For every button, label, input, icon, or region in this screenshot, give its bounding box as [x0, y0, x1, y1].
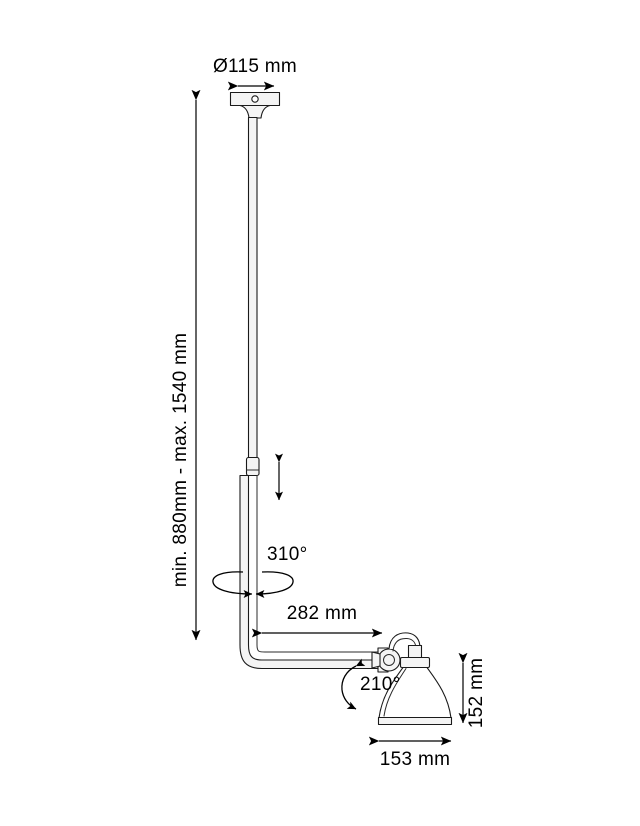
shade-height-label: 152 mm	[466, 658, 487, 728]
shade-collar	[399, 656, 431, 669]
ball-joint-inner	[383, 654, 395, 666]
telescopic-sleeve-joint	[245, 456, 260, 477]
joint-swan-arm-inner	[392, 637, 417, 652]
ceiling-canopy	[229, 91, 281, 119]
canopy-cone	[239, 104, 271, 119]
rotation-arc-left	[212, 571, 253, 598]
drop-height-dimension: min. 880mm - max. 1540 mm	[170, 89, 201, 641]
rod-lower-and-elbow	[239, 474, 379, 670]
shade-rotation-label: 210°	[360, 674, 401, 695]
rod-upper-body	[247, 116, 258, 459]
shade-rotation-indicator: 210°	[341, 658, 401, 710]
canopy-diameter-label: Ø115 mm	[213, 56, 297, 77]
arm-reach-label: 282 mm	[287, 603, 357, 624]
sleeve-collar	[245, 456, 260, 477]
canopy-diameter-dimension: Ø115 mm	[213, 56, 297, 91]
shade-stem	[407, 644, 423, 659]
vertical-rotation-label: 310°	[267, 544, 308, 565]
shade-width-dimension: 153 mm	[368, 736, 452, 770]
drop-height-label: min. 880mm - max. 1540 mm	[170, 333, 191, 588]
vertical-rod-lower	[239, 474, 379, 670]
joint-clamp	[371, 651, 381, 669]
shade-rotation-arc-upper	[341, 658, 366, 691]
shade-rotation-arc-lower	[341, 689, 357, 710]
shade-height-dimension: 152 mm	[458, 652, 487, 728]
shade-width-label: 153 mm	[380, 749, 450, 770]
shade-rim	[377, 716, 453, 726]
canopy-center-screw	[251, 95, 259, 103]
rod-inner-edge	[256, 475, 379, 653]
arm-reach-dimension: 282 mm	[251, 603, 383, 638]
ball-joint-sphere	[377, 648, 401, 672]
vertical-rotation-indicator: 310°	[212, 544, 308, 598]
lamp-shade	[377, 666, 453, 726]
rotation-arc-right	[255, 571, 294, 598]
ball-joint-assembly	[371, 632, 431, 673]
shade-inner-edge	[383, 668, 407, 717]
vertical-rod-upper	[247, 116, 258, 459]
